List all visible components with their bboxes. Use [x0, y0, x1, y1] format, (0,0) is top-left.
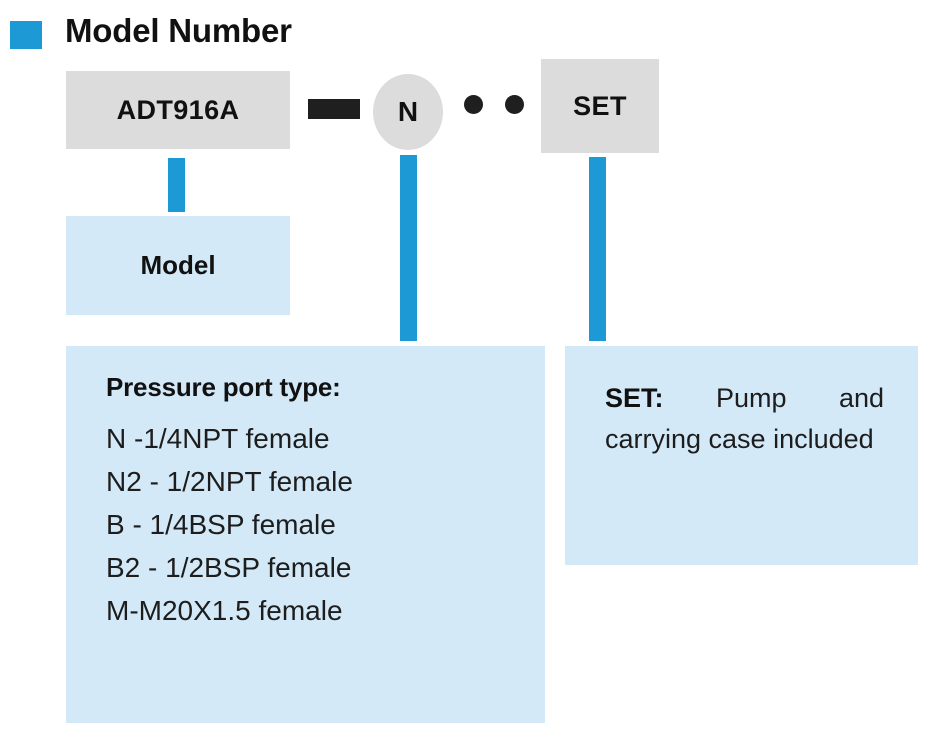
code-segment-port: N [373, 74, 443, 150]
callout-set: SET: Pump and carrying case included [565, 346, 918, 565]
code-segment-model: ADT916A [66, 71, 290, 149]
callout-pressure-port: Pressure port type: N -1/4NPT female N2 … [66, 346, 545, 723]
bullet-square-icon [10, 21, 42, 49]
list-item: M-M20X1.5 female [106, 595, 343, 627]
dot-separator-icon-1 [464, 95, 483, 114]
page-title: Model Number [65, 12, 292, 49]
list-item: N2 - 1/2NPT female [106, 466, 353, 498]
connector-stem-model [168, 158, 185, 212]
callout-model-title: Model [140, 250, 216, 280]
page-header: Model Number [10, 12, 510, 60]
connector-stem-pressure-port [400, 155, 417, 341]
pressure-port-option-list: N -1/4NPT female N2 - 1/2NPT female B - … [106, 417, 545, 633]
dot-separator-icon-2 [505, 95, 524, 114]
code-segment-set: SET [541, 59, 659, 153]
connector-stem-set [589, 157, 606, 341]
callout-set-text: SET: Pump and carrying case included [605, 378, 884, 460]
callout-pressure-port-heading: Pressure port type: [106, 372, 341, 402]
callout-set-description: Pump and carrying case included [605, 383, 884, 455]
list-item: B2 - 1/2BSP female [106, 552, 352, 584]
dash-separator-icon [308, 99, 360, 119]
callout-model: Model [66, 216, 290, 315]
callout-set-label: SET: [605, 383, 664, 413]
list-item: N -1/4NPT female [106, 423, 330, 454]
list-item: B - 1/4BSP female [106, 509, 336, 541]
